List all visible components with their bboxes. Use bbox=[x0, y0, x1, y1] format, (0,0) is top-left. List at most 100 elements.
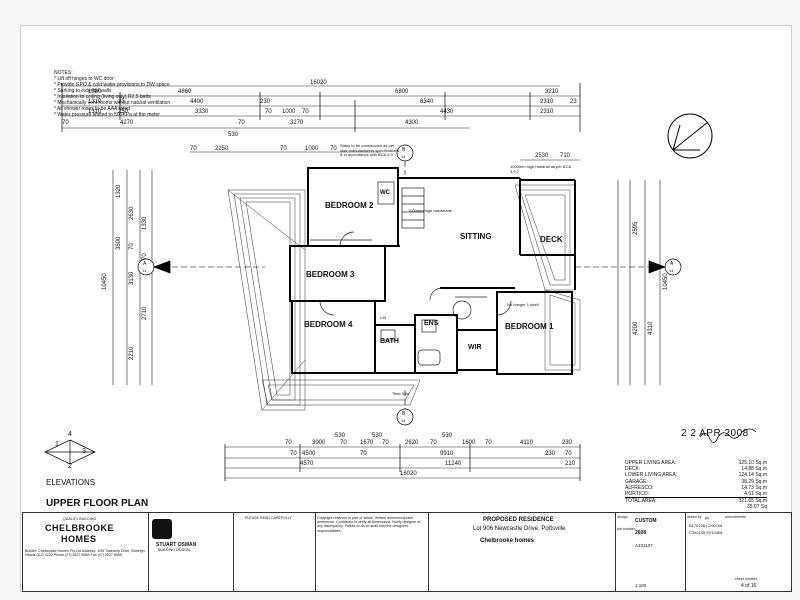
dim-label: 6800 bbox=[395, 89, 409, 95]
dim-label: 1330 bbox=[142, 216, 148, 230]
dim-label: 3130 bbox=[129, 271, 135, 285]
dim-label: 2710 bbox=[142, 306, 148, 320]
dim-label: 3210 bbox=[545, 89, 559, 95]
note-item: * Provide GPO & cold water provisions to… bbox=[54, 82, 170, 88]
dim-label: 4860 bbox=[178, 89, 192, 95]
area-row-total: TOTAL AREA:321.65 Sq.m bbox=[625, 497, 767, 505]
dim-label: 1310 bbox=[88, 99, 102, 105]
dim-label: 1320 bbox=[116, 184, 122, 198]
dim-label: 6340 bbox=[420, 99, 434, 105]
section-a-letter: A bbox=[143, 261, 147, 267]
dim-label: 230 bbox=[260, 99, 271, 105]
dim-label: 230 bbox=[562, 440, 573, 446]
scale-value: 1:100 bbox=[635, 583, 647, 588]
drawn-value: ps bbox=[705, 515, 710, 520]
room-bath: BATH bbox=[380, 338, 399, 345]
room-bedroom-4: BEDROOM 4 bbox=[304, 320, 353, 329]
section-a-number: 14 bbox=[142, 268, 147, 273]
room-deck: DECK bbox=[540, 235, 563, 244]
dim-label: 70 bbox=[238, 120, 245, 126]
dim-label: 70 bbox=[142, 253, 148, 260]
client-name: Chelbrooke homes bbox=[480, 538, 535, 544]
date-stamp: 2 2 APR 2008 bbox=[681, 428, 749, 439]
dim-top-overall: 16020 bbox=[310, 80, 327, 86]
hanger-note: No hanger 1 shelf bbox=[507, 302, 539, 307]
company-name-line2: HOMES bbox=[61, 534, 97, 544]
builder-details: Builder: Chelbrooke Homes Pty Ltd Addres… bbox=[25, 549, 145, 558]
note-item: * Lift off hinges to WC door bbox=[54, 76, 114, 82]
room-linen: L/N bbox=[380, 315, 387, 320]
dim-label: 4310 bbox=[648, 321, 654, 335]
plan-title: UPPER FLOOR PLAN bbox=[46, 498, 149, 509]
dim-label: 4200 bbox=[633, 321, 639, 335]
design-label: design bbox=[617, 515, 628, 519]
dim-label: 70 bbox=[430, 440, 437, 446]
dim-label: 70 bbox=[330, 146, 337, 152]
area-row: GARAGE:38.29 Sq.m bbox=[625, 478, 767, 485]
room-wc: WC bbox=[380, 190, 390, 196]
dim-label: 710 bbox=[560, 153, 571, 159]
area-schedule: UPPER LIVING AREA:125.10 Sq.m DECK:14.88… bbox=[625, 460, 767, 511]
drawn-label: drawn by bbox=[687, 515, 702, 519]
dim-label: 3000 bbox=[312, 440, 326, 446]
room-sitting: SITTING bbox=[460, 232, 492, 241]
dim-label: 9910 bbox=[440, 451, 454, 457]
dim-label: 1310 bbox=[88, 109, 102, 115]
dim-label: 230 bbox=[545, 451, 556, 457]
dim-label: 70 bbox=[280, 146, 287, 152]
dim-label: 2310 bbox=[540, 109, 554, 115]
area-row: 35.07 Sq bbox=[746, 504, 767, 511]
amendment-line: C350108 E010408 bbox=[689, 530, 723, 535]
notes-block: NOTES: * Lift off hinges to WC door * Pr… bbox=[54, 70, 170, 118]
project-label: PROPOSED RESIDENCE bbox=[483, 517, 554, 523]
dim-label: 70 bbox=[285, 440, 292, 446]
dim-label: 530 bbox=[228, 132, 239, 138]
dim-label: 2595 bbox=[633, 221, 639, 235]
dim-label: 1380 bbox=[88, 89, 102, 95]
designer-name: STUART OSMAN bbox=[156, 542, 197, 548]
dim-label: 4570 bbox=[300, 461, 314, 467]
dim-label: 3330 bbox=[195, 109, 209, 115]
code-value: A231107 bbox=[635, 543, 653, 548]
amendments-cell: drawn by ps amendments B170108 C290108 C… bbox=[685, 513, 789, 591]
section-b-number-bottom: 14 bbox=[401, 418, 406, 423]
dim-label: 23 bbox=[570, 99, 577, 105]
dim-label: 2310 bbox=[540, 99, 554, 105]
project-address: Lot 906 Newcastle Drive, Pottsville bbox=[473, 526, 566, 532]
note-item: * Mechanically vent rooms without natura… bbox=[54, 100, 171, 106]
dim-label: 2530 bbox=[535, 153, 549, 159]
dim-label: 1670 bbox=[360, 440, 374, 446]
area-row: DECK:14.88 Sq.m bbox=[625, 466, 767, 473]
dim-label: 4300 bbox=[405, 120, 419, 126]
section-b-number: 14 bbox=[401, 154, 406, 159]
tiled-sill-note: Tiled Sills bbox=[392, 391, 409, 396]
dim-bottom-overall: 16020 bbox=[400, 471, 417, 477]
stairs-note: Stairs to be constructed as per stair ma… bbox=[340, 143, 400, 158]
room-bedroom-2: BEDROOM 2 bbox=[325, 201, 374, 210]
dim-label: 4430 bbox=[440, 109, 454, 115]
design-value: CUSTOM bbox=[635, 518, 657, 524]
balustrade-note: 1000mm high balustrade bbox=[408, 208, 453, 213]
note-item: * All shower roses to be AAA rated bbox=[54, 106, 130, 112]
dim-label: 4500 bbox=[302, 451, 316, 457]
dim-label: 1000 bbox=[305, 146, 319, 152]
room-wir: WIR bbox=[468, 344, 482, 351]
read-carefully-cell: PLEASE READ CAREFULLY bbox=[233, 513, 316, 591]
elevations-label: ELEVATIONS bbox=[46, 478, 96, 487]
section-a-number-right: 14 bbox=[669, 268, 674, 273]
design-cell: design CUSTOM job number 2608 A231107 1:… bbox=[615, 513, 686, 591]
sheet-value: 4 of 16 bbox=[741, 583, 757, 589]
section-b-letter: B bbox=[402, 147, 406, 153]
dim-label: 70 bbox=[382, 440, 389, 446]
dim-right-overall: 10450 bbox=[663, 273, 669, 290]
dim-label: 3500 bbox=[116, 236, 122, 250]
dim-label: 70 bbox=[190, 146, 197, 152]
elevation-number: 1 bbox=[55, 441, 59, 448]
notes-heading: NOTES: bbox=[54, 70, 73, 76]
job-label: job number bbox=[617, 527, 635, 531]
dim-label: 11240 bbox=[445, 461, 462, 467]
dim-label: 4400 bbox=[190, 99, 204, 105]
area-row: ALFRESCO:14.73 Sq.m bbox=[625, 484, 767, 491]
handrail-note: 1000mm high handrail as per BCA 3.9.2 bbox=[510, 164, 571, 174]
